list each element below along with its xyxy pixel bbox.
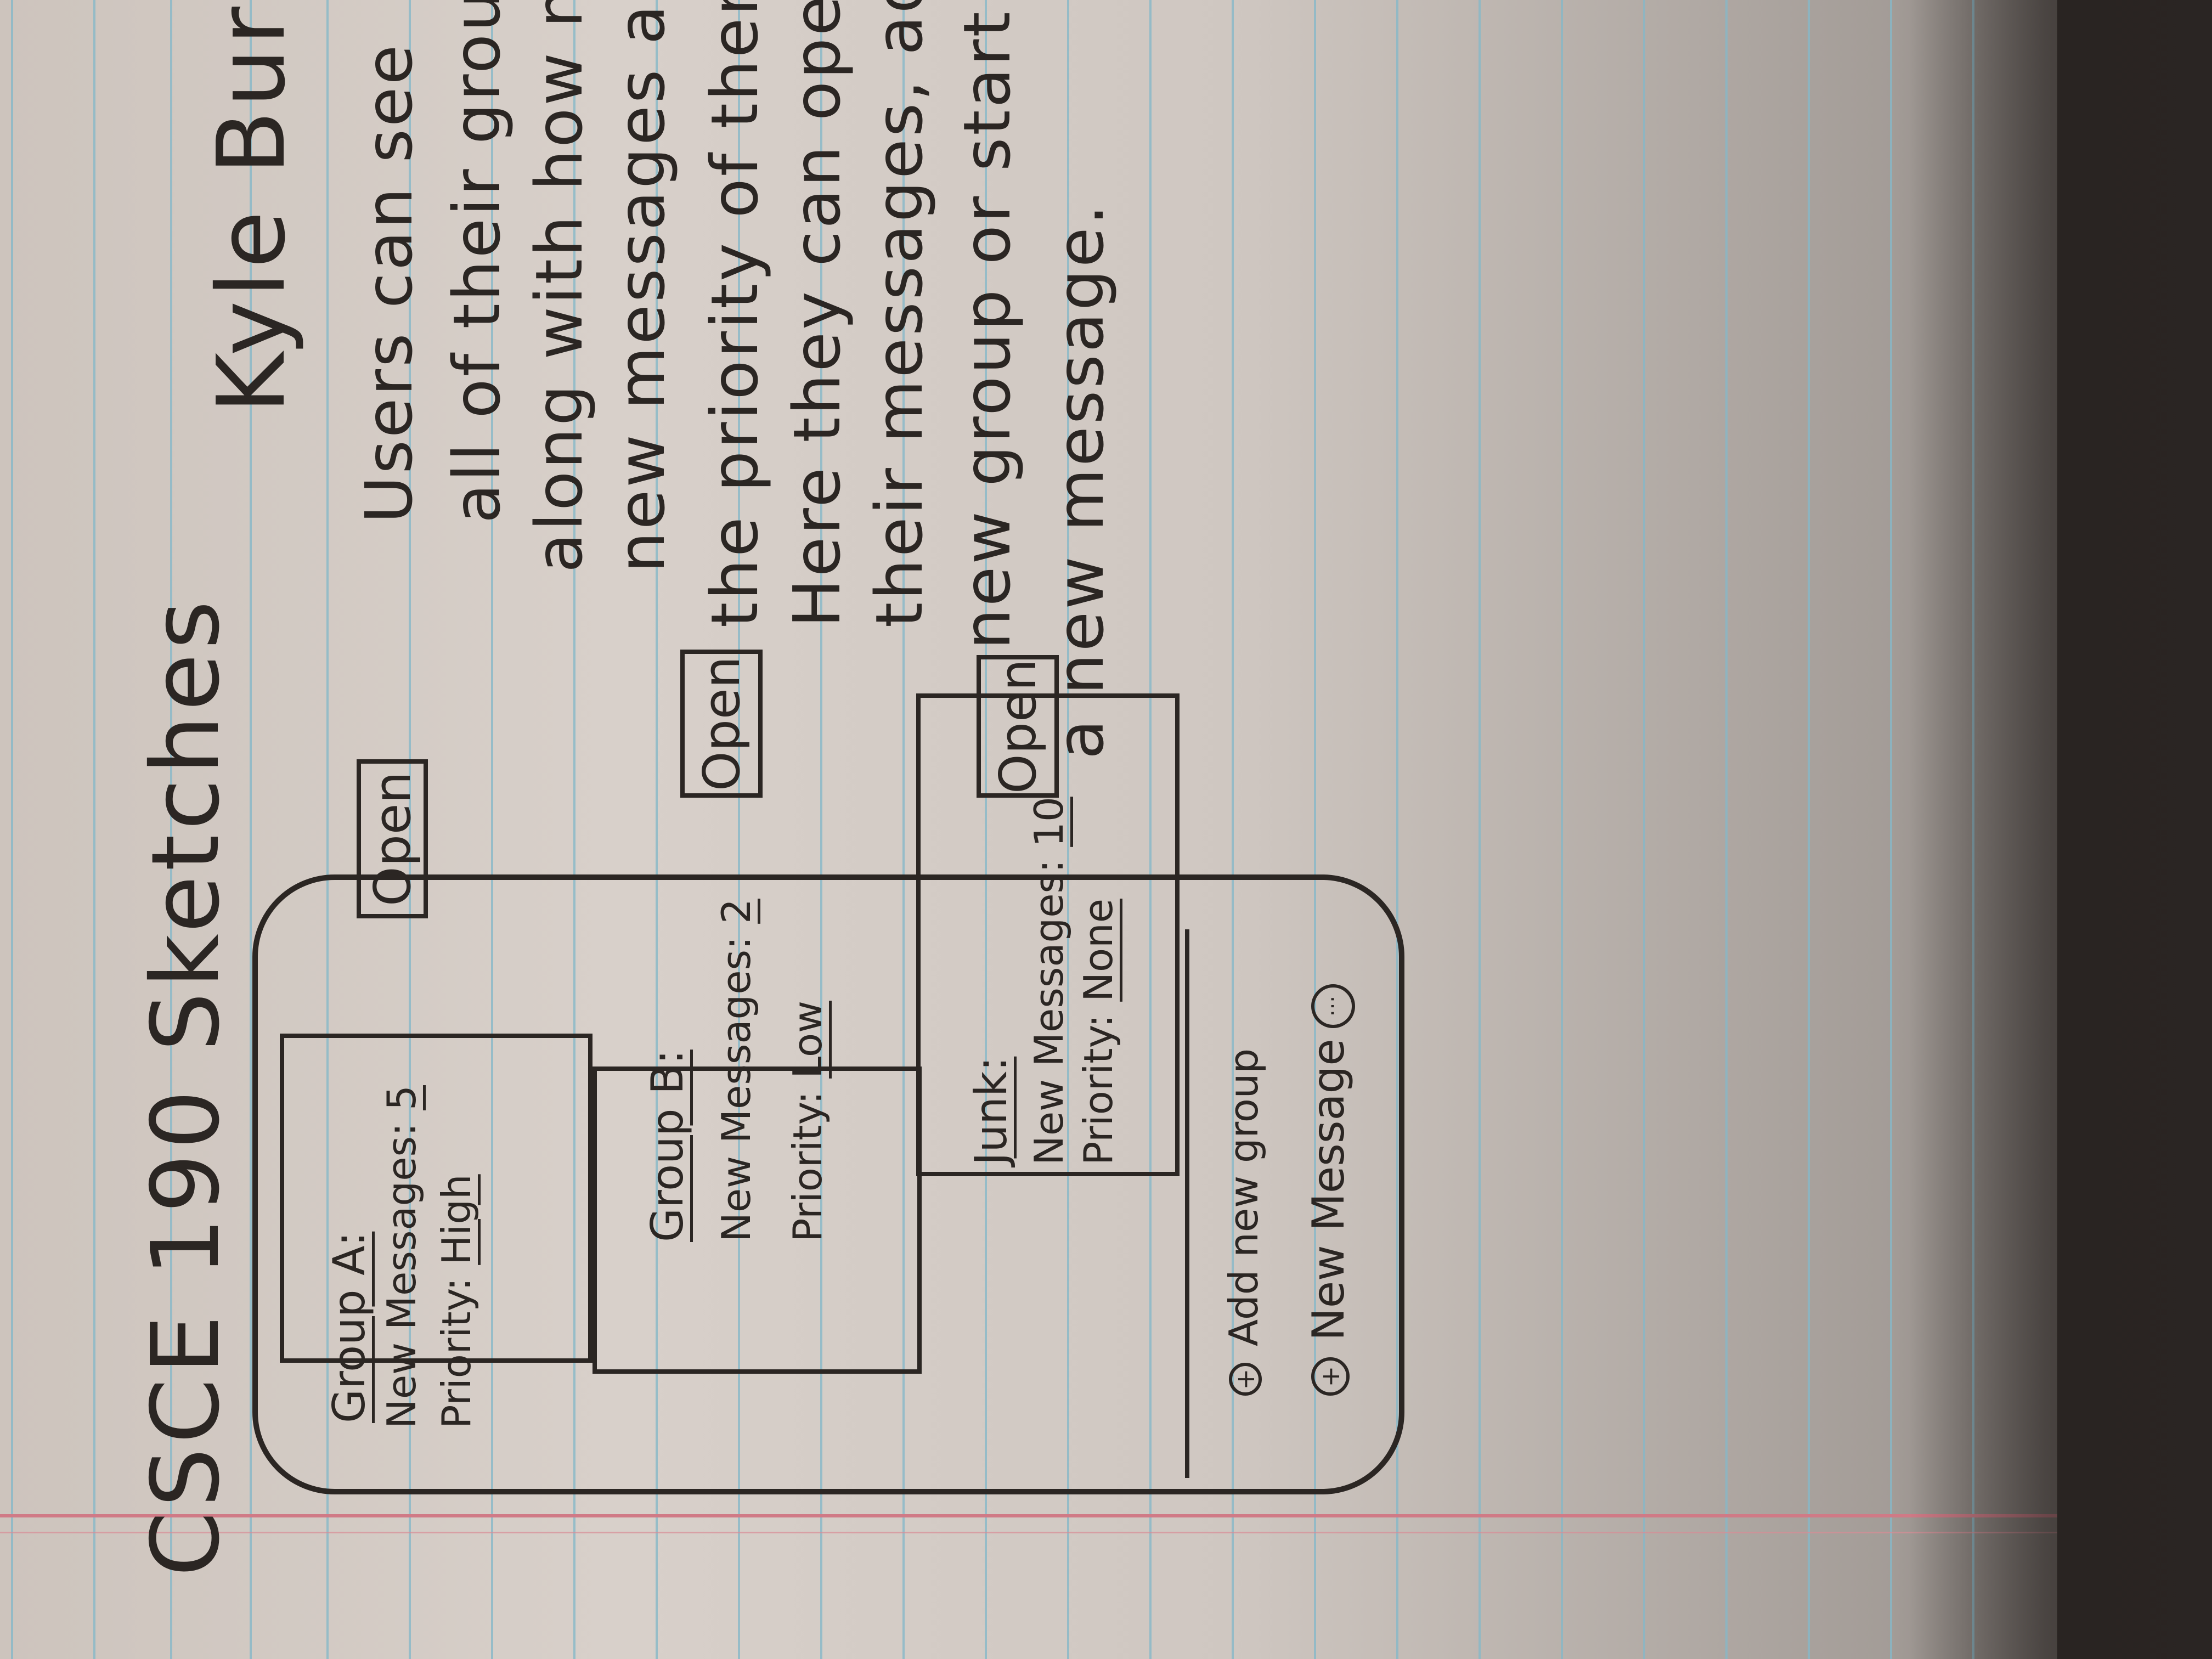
rule-line <box>1396 0 1398 1659</box>
group-a-new-messages: New Messages: 5 <box>379 1085 425 1429</box>
description-line-9: a new message. <box>1042 202 1118 759</box>
new-message-plus-icon[interactable]: + <box>1311 1357 1350 1396</box>
rule-line <box>1561 0 1563 1659</box>
rule-line <box>1808 0 1810 1659</box>
group-b-new-messages-value: 2 <box>713 899 759 924</box>
rule-line <box>820 0 822 1659</box>
group-a-priority-value: High <box>433 1174 479 1265</box>
group-b-priority: Priority: Low <box>785 1001 831 1242</box>
description-line-8: new group or start <box>949 9 1025 650</box>
group-b-open-button[interactable]: Open <box>680 650 763 798</box>
group-b-new-messages: New Messages: 2 <box>713 899 759 1242</box>
notebook-paper <box>0 0 2057 1659</box>
rule-line <box>170 0 172 1659</box>
group-b-new-messages-label: New Messages: <box>713 936 759 1242</box>
junk-title: Junk: <box>966 1056 1017 1165</box>
description-line-1: Users can see <box>351 42 427 523</box>
sketch-title: CSCE 190 Sketches <box>132 596 240 1577</box>
rule-line <box>1725 0 1728 1659</box>
add-new-group-label[interactable]: Add new group <box>1221 1048 1267 1346</box>
group-b-priority-label: Priority: <box>785 1091 831 1242</box>
bottom-bar-divider <box>1185 929 1189 1478</box>
group-a-new-messages-label: New Messages: <box>379 1122 425 1429</box>
group-a-priority-label: Priority: <box>433 1277 479 1429</box>
rule-line <box>1314 0 1316 1659</box>
rule-line <box>1890 0 1892 1659</box>
description-line-4: new messages and <box>603 0 679 573</box>
junk-priority-label: Priority: <box>1075 1014 1121 1165</box>
description-line-5: the priority of them. <box>697 0 772 628</box>
sketch-author: Kyle Burgess <box>198 0 306 414</box>
rule-line <box>491 0 493 1659</box>
rule-line <box>326 0 329 1659</box>
junk-priority: Priority: None <box>1075 899 1121 1165</box>
add-group-plus-icon[interactable]: + <box>1229 1363 1262 1396</box>
group-b-priority-value: Low <box>785 1001 831 1079</box>
new-message-label[interactable]: New Message <box>1303 1039 1354 1341</box>
group-a-open-button[interactable]: Open <box>357 759 428 918</box>
group-a-priority: Priority: High <box>433 1174 479 1429</box>
rule-line <box>573 0 575 1659</box>
group-a-new-messages-value: 5 <box>379 1085 425 1110</box>
rule-line <box>1067 0 1069 1659</box>
junk-new-messages: New Messages: 10 <box>1026 797 1072 1165</box>
rule-line <box>1149 0 1152 1659</box>
junk-priority-value: None <box>1075 898 1121 1002</box>
rule-line <box>93 0 95 1659</box>
rule-line <box>250 0 252 1659</box>
rule-line <box>409 0 411 1659</box>
rule-line <box>1643 0 1645 1659</box>
description-line-6: Here they can open <box>779 0 855 628</box>
rule-line <box>1479 0 1481 1659</box>
margin-line-secondary <box>0 1532 2057 1533</box>
rule-line <box>902 0 905 1659</box>
description-line-3: along with how many <box>521 0 597 573</box>
rule-line <box>1232 0 1234 1659</box>
rule-line <box>656 0 658 1659</box>
group-a-title: Group A: <box>324 1231 375 1423</box>
rule-line <box>738 0 740 1659</box>
margin-line <box>0 1514 2057 1517</box>
rule-line <box>985 0 987 1659</box>
description-line-2: all of their groups <box>439 0 515 523</box>
description-line-7: their messages, add a <box>861 0 937 628</box>
more-options-icon[interactable]: ··· <box>1311 984 1355 1028</box>
rule-line <box>11 0 13 1659</box>
photo-shadow <box>1909 0 2212 1659</box>
junk-new-messages-label: New Messages: <box>1026 859 1072 1165</box>
junk-new-messages-value: 10 <box>1026 797 1072 847</box>
group-b-title: Group B: <box>642 1049 693 1242</box>
